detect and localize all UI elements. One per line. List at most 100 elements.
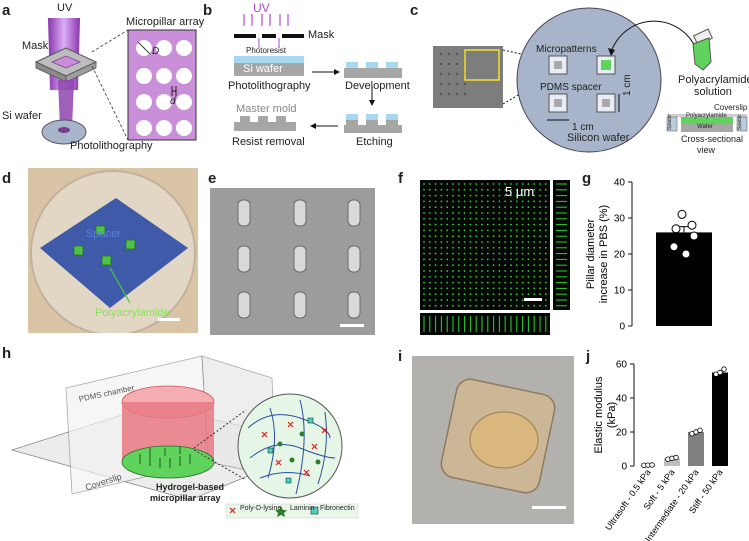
panel-f-label: f [398,170,403,187]
laminin-legend-label: Laminin [290,505,315,512]
g-y-tick-label: 40 [614,178,626,189]
photoresist-layer [234,56,304,63]
one-cm-vertical: 1 cm [622,74,633,96]
wafer-layer-label: Wafer [697,124,713,130]
spacer-layer-label-right: Spacer [737,114,743,130]
pdms-spacers [548,55,616,113]
g-y-tick-label: 0 [619,322,625,333]
j-y-axis-label: Elastic modulus(kPa) [594,376,618,454]
g-data-point [671,224,681,234]
g-bar [656,232,712,326]
silicon-wafer-circle [516,7,662,153]
master-mold-label: Master mold [236,103,297,115]
molecule-inset [237,393,343,499]
panel-a [34,18,197,145]
panel-f-fluorescence [420,180,570,340]
polyacrylamide-layer [681,117,733,124]
spacer-label-d: Spacer [86,228,121,240]
panel-g-label: g [582,170,592,187]
j-data-point [721,366,727,372]
g-data-point [689,231,699,241]
wafer-layer [681,124,733,132]
photolithography-label-b: Photolithography [228,80,311,92]
polyacrylamide-label-d: Polyacrylamide [95,307,170,319]
si-wafer-label-a: Si wafer [2,110,42,122]
panel-c [433,7,748,153]
development-block [344,68,402,78]
j-data-point [717,369,723,376]
panel-a-label: a [2,2,11,19]
polyacrylamide-layer-label: Polyacrylamide [686,113,727,119]
panel-j-label: j [586,348,591,365]
g-y-tick-label: 20 [614,250,626,261]
hydrogel-label-2: micropillar array [150,493,221,503]
panel-b-label: b [203,2,213,19]
g-data-point [687,220,697,230]
panel-h [10,355,359,519]
one-cm-horizontal: 1 cm [572,122,594,133]
photoresist-label: Photoresist [246,46,287,55]
panel-h-label: h [2,345,12,362]
spacer-layer-label-left: Spacer [667,114,673,130]
resist-removal-label: Resist removal [232,136,305,148]
sem-pillars [237,199,361,319]
polyacrylamide-solution-label-1: Polyacrylamide [678,74,749,86]
panel-c-label: c [410,2,419,19]
panel-e-label: e [208,170,217,187]
panel-b [234,14,402,133]
master-mold-block [234,122,296,131]
g-y-axis-label: Pillar diameterincrease in PBS (%) [586,205,610,303]
fluorescence-image [420,180,550,310]
polyacrylamide-tube [692,28,714,71]
coverslip-label-c: Coverslip [714,103,748,112]
uv-label-b: UV [253,1,270,15]
hydrogel-disc [121,445,215,479]
hydrogel-label-1: Hydrogel-based [156,482,225,492]
diameter-D-label: D [152,46,160,57]
side-projection [553,180,570,310]
fibronectin-legend-icon [310,506,319,515]
j-y-tick-label: 20 [616,428,628,439]
g-y-tick-label: 30 [614,214,626,225]
bottom-projection [420,313,550,335]
fibronectin-legend-label: Fibronectin [320,505,355,512]
si-wafer-block [234,63,304,76]
spacing-d-label: d [170,96,176,107]
j-bar [712,372,728,466]
development-label: Development [345,80,410,92]
etching-label: Etching [356,136,393,148]
polylysine-legend-icon [229,507,236,514]
j-data-point [697,427,703,433]
etching-block [344,125,402,133]
polyacrylamide-solution-label-2: solution [694,86,732,98]
g-y-tick-label: 10 [614,286,626,297]
panel-d-label: d [2,170,12,187]
micropillar-array-label: Micropillar array [126,16,205,28]
j-bar [688,432,704,466]
polylysine-legend-label: Poly-D-lysine [240,505,282,512]
mask [50,55,82,69]
laminin-legend-icon [275,506,287,517]
panel-e-sem [210,188,375,335]
micropatterns-label: Micropatterns [536,44,597,55]
pdms-spacer-label: PDMS spacer [540,82,602,93]
j-y-tick-label: 40 [616,394,628,405]
panel-i-photo [412,356,574,524]
scale-5um-label: 5 μm [505,184,535,199]
uv-label-a: UV [57,2,73,14]
uv-arrows [243,14,289,26]
gel-spots [73,225,136,266]
cross-sectional-label-1: Cross-sectional [681,134,744,144]
photolithography-label-a: Photolithography [70,140,153,152]
panel-i-label: i [398,348,403,365]
j-data-point [649,462,655,468]
cross-sectional-label-2: view [697,145,716,155]
mask-label-a: Mask [22,40,49,52]
si-wafer-label-b: Si wafer [243,63,283,75]
g-data-point [669,242,679,252]
panel-d-photo [28,168,198,333]
coverslip-bar [667,114,747,117]
spacer-sheet [40,198,188,308]
